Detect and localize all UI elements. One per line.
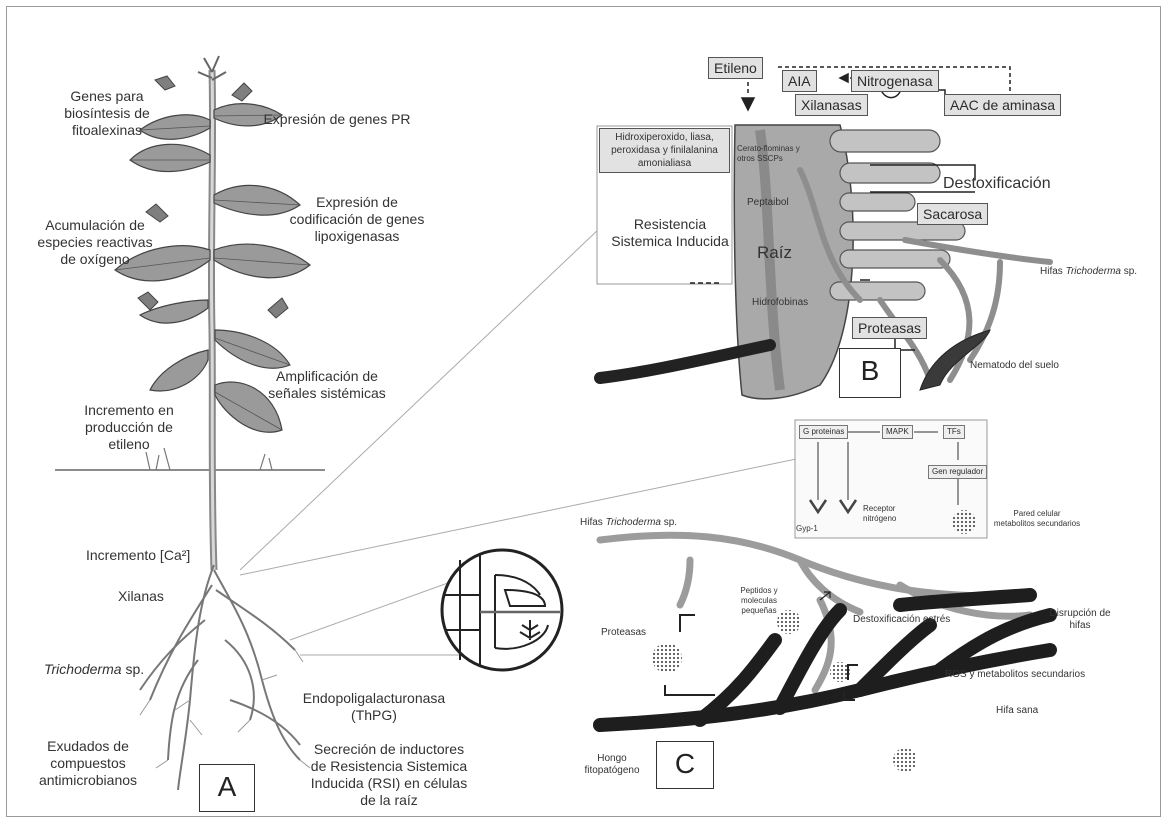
label-endopoligalacturonasa: Endopoligalacturonasa (ThPG) [300,690,448,724]
ca-symbol: Ca² [164,547,187,563]
label-destoxificacion: Destoxificación [943,175,1051,192]
box-mapk: MAPK [882,425,913,439]
box-gen-regulador: Gen regulador [928,465,987,479]
box-aac-aminasa: AAC de aminasa [944,94,1061,116]
box-xilanasas: Xilanasas [795,94,868,116]
label-pared-celular: Pared celular metabolitos secundarios [992,509,1082,529]
label-disrupcion-hifas: Disrupción de hifas [1045,608,1115,632]
label-incremento-etileno: Incremento en producción de etileno [64,402,194,453]
label-xilanas: Xilanas [118,588,164,605]
label-trichoderma: Trichoderma sp. [44,661,144,678]
label-expresion-lipoxigenasas: Expresión de codificación de genes lipox… [282,194,432,245]
box-g-proteinas: G proteinas [799,425,848,439]
label-cerato-flominas: Cerato-flominas y otros SSCPs [737,144,809,164]
magnified-root-cell [442,550,562,670]
label-proteasas-c: Proteasas [601,627,646,639]
box-sacarosa: Sacarosa [917,203,988,225]
label-peptidos: Peptidos y moleculas pequeñas [728,586,790,616]
label-incremento-ca: Incremento [Ca²] [86,547,190,564]
label-destox-estres: Destoxificación estrés [853,614,950,626]
label-genes-fitoalexinas: Genes para biosíntesis de fitoalexinas [46,88,168,139]
label-amplificacion: Amplificación de señales sistémicas [262,368,392,402]
label-peptaibol: Peptaibol [747,197,789,209]
label-raiz: Raíz [757,244,792,261]
box-hidroxiperoxido: Hidroxiperoxido, liasa, peroxidasa y fin… [599,128,730,173]
label-ros-metabolitos: ROS y metabolitos secundarios [945,669,1085,681]
label-acumulacion-ros: Acumulación de especies reactivas de oxí… [28,217,162,268]
label-gyp: Gyp-1 [796,524,818,534]
label-expresion-pr: Expresión de genes PR [262,111,412,128]
box-tfs: TFs [943,425,965,439]
box-proteasas: Proteasas [852,317,927,339]
label-resistencia-sistemica: Resistencia Sistemica Inducida [606,216,734,250]
label-hifa-sana: Hifa sana [996,705,1038,717]
label-secrecion-rsi: Secreción de inductores de Resistencia S… [305,741,473,809]
label-hidrofobinas: Hidrofobinas [752,297,808,309]
label-nematodo: Nematodo del suelo [970,360,1059,372]
label-hongo-fitopatogeno: Hongo fitopatógeno [582,753,642,777]
panel-letter-b: B [839,348,901,398]
panel-letter-a: A [199,764,255,812]
label-hifas-trichoderma-b: Hifas Trichoderma sp. [1040,266,1137,278]
box-etileno: Etileno [708,57,763,79]
hyphae-illustration [600,535,1050,772]
label-receptor-nitrogeno: Receptor nitrógeno [863,504,909,524]
label-hifas-trichoderma-c: Hifas Trichoderma sp. [580,517,677,529]
panel-letter-c: C [656,741,714,789]
box-nitrogenasa: Nitrogenasa [851,70,939,92]
box-aia: AIA [782,70,817,92]
label-exudados: Exudados de compuestos antimicrobianos [10,738,166,789]
